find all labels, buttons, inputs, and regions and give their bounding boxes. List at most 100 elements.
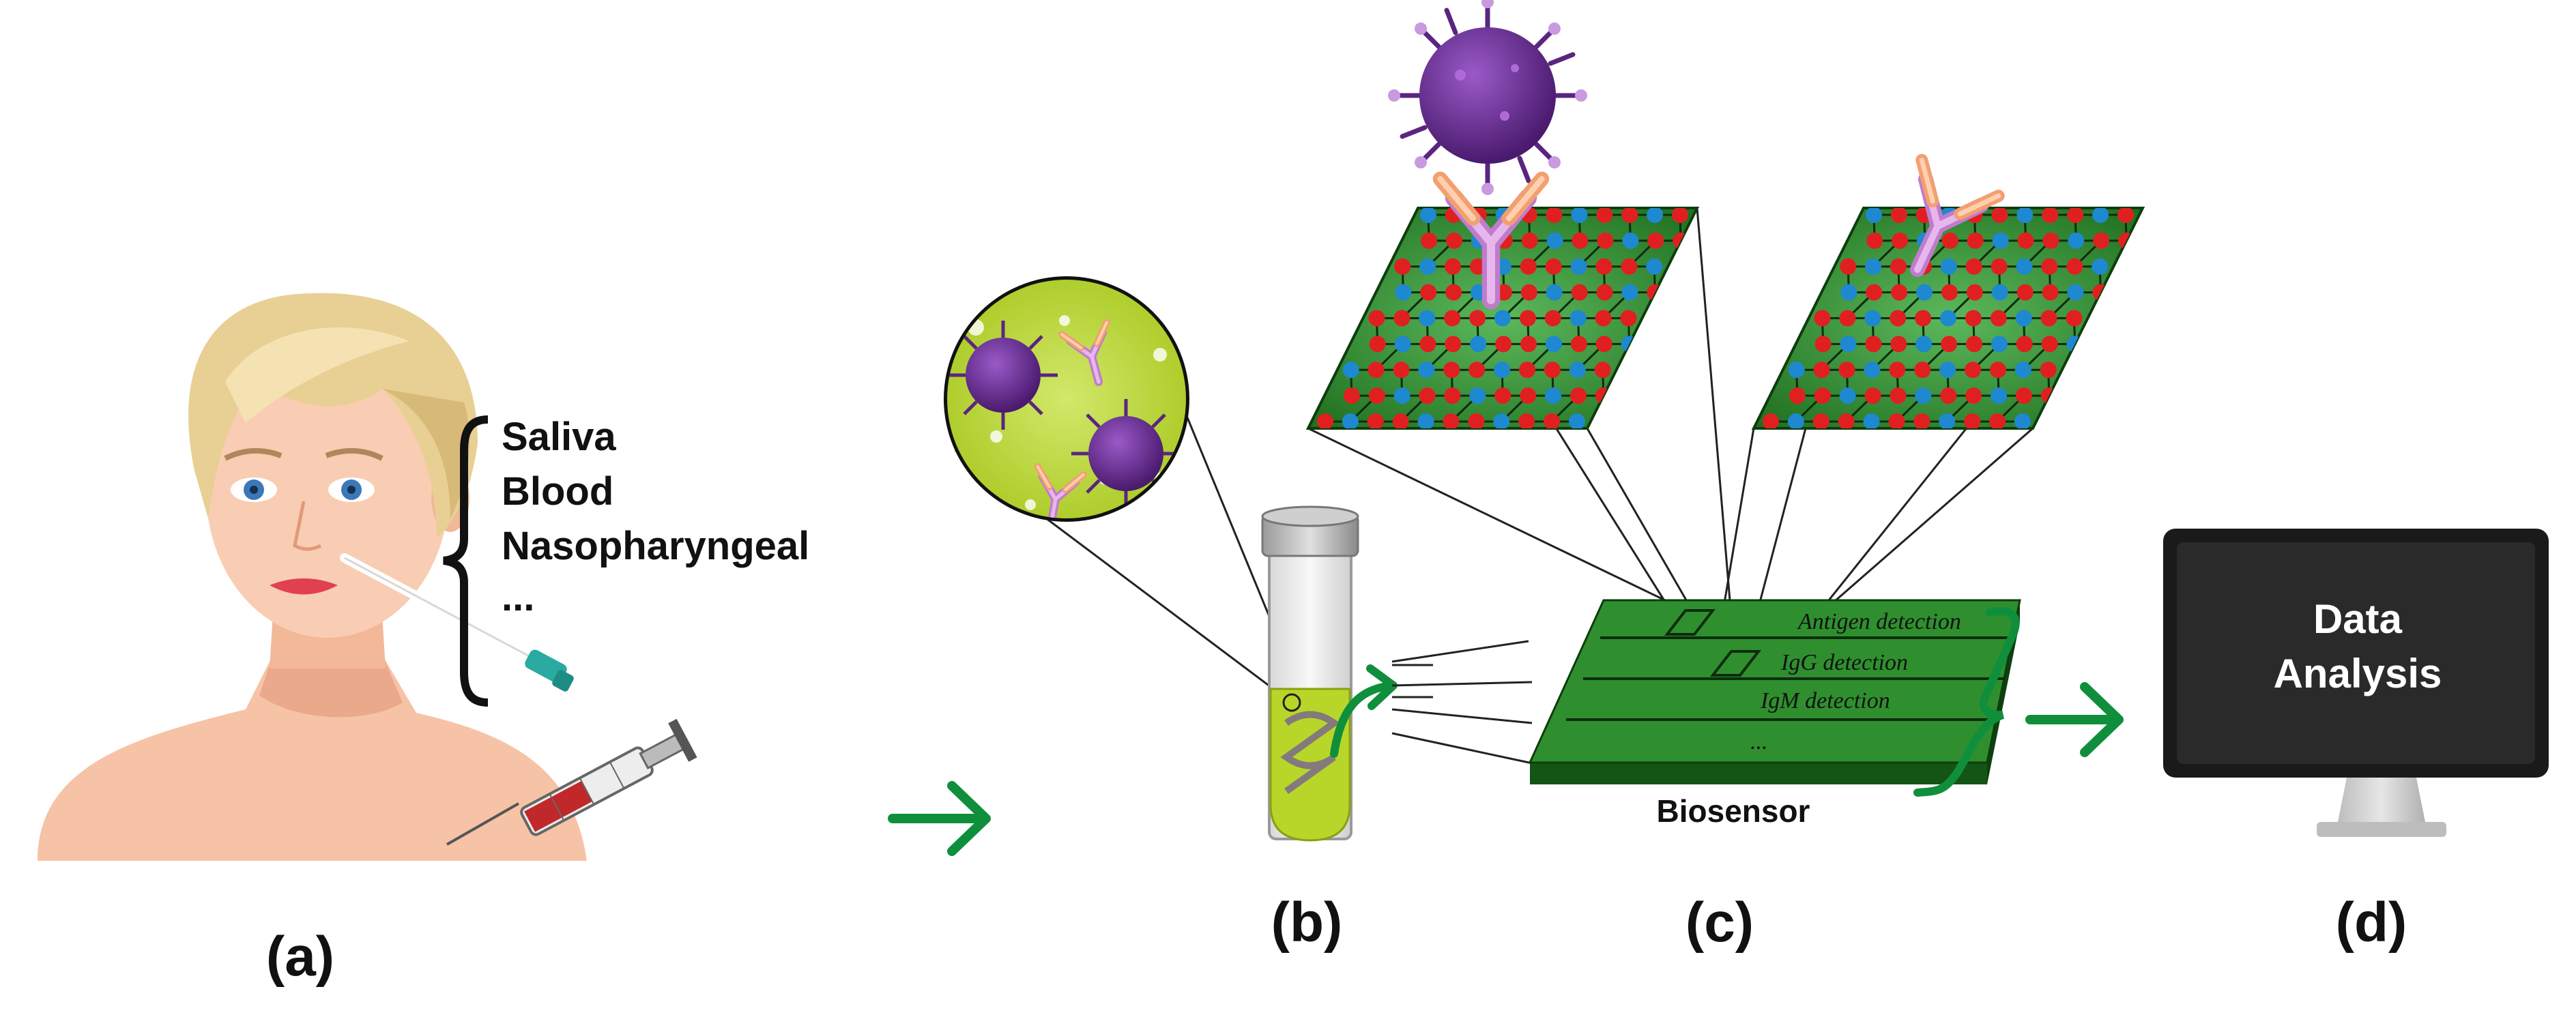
lattice-atom: [1469, 310, 1486, 327]
lattice-atom: [1916, 284, 1933, 301]
sample-blood: Blood: [502, 469, 613, 514]
solution-zoom-circle: [944, 276, 1189, 522]
lattice-atom: [1419, 258, 1436, 275]
lattice-atom: [2066, 310, 2083, 327]
panel-label-d: (d): [2336, 891, 2407, 954]
lattice-atom: [1789, 387, 1806, 404]
lattice-atom: [2014, 362, 2031, 379]
lattice-atom: [1940, 387, 1957, 404]
lattice-atom: [1544, 413, 1561, 428]
lattice-atom: [1419, 310, 1436, 327]
channel-igg: IgG detection: [1780, 650, 1908, 675]
lattice-atom: [1940, 258, 1957, 275]
lattice-atom: [1571, 208, 1588, 223]
lattice-atom: [1864, 310, 1881, 327]
lattice-atom: [1393, 362, 1410, 379]
lattice-atom: [2016, 208, 2034, 223]
lattice-atom: [1494, 362, 1511, 379]
lattice-atom: [1939, 362, 1956, 379]
lattice-atom: [1991, 387, 2008, 404]
lattice-atom: [1941, 232, 1958, 249]
lattice-atom: [1420, 208, 1437, 223]
lattice-atom: [2066, 258, 2083, 275]
virus-icon: [949, 321, 1058, 430]
lattice-atom: [1863, 413, 1880, 428]
lattice-atom: [1544, 310, 1561, 327]
lattice-atom: [1672, 208, 1689, 223]
lattice-atom: [1369, 336, 1386, 353]
lattice-atom: [1890, 387, 1907, 404]
lattice-atom: [2042, 208, 2059, 223]
sensor-surface-antigen: [1305, 207, 1700, 430]
lattice-atom: [1570, 336, 1587, 353]
lattice-atom: [1991, 284, 2008, 301]
lattice-atom: [1621, 258, 1638, 275]
lattice-atom: [1394, 258, 1411, 275]
channel-igm: IgM detection: [1760, 688, 1890, 713]
lattice-atom: [1569, 387, 1587, 404]
sample-brace: [443, 415, 489, 707]
lattice-atom: [1446, 232, 1463, 249]
lattice-atom: [1597, 232, 1614, 249]
biosensor-label: Biosensor: [1657, 793, 1810, 829]
lattice-atom: [1966, 284, 1983, 301]
lattice-atom: [1621, 208, 1638, 223]
sample-saliva: Saliva: [502, 415, 616, 459]
lattice-atom: [1421, 232, 1438, 249]
lattice-atom: [1989, 413, 2006, 428]
syringe-icon: [446, 718, 697, 846]
lattice-atom: [1595, 258, 1612, 275]
lattice-atom: [2117, 208, 2134, 223]
lattice-atom: [1520, 258, 1537, 275]
lattice-atom: [1468, 362, 1486, 379]
lattice-atom: [1445, 336, 1462, 353]
arrow-a-to-b: [888, 781, 991, 856]
lattice-atom: [1890, 208, 1907, 223]
monitor-line2: Analysis: [2274, 651, 2442, 696]
lattice-atom: [1788, 362, 1805, 379]
lattice-atom: [1368, 310, 1385, 327]
lattice-atom: [1519, 362, 1536, 379]
lattice-atom: [1595, 387, 1612, 404]
lattice-atom: [1838, 413, 1855, 428]
sample-list: Saliva Blood Nasopharyngeal ...: [502, 415, 809, 619]
lattice-atom: [1368, 387, 1385, 404]
lattice-atom: [2016, 284, 2034, 301]
lattice-atom: [1839, 310, 1856, 327]
lattice-atom: [1915, 310, 1932, 327]
lattice-atom: [1444, 387, 1461, 404]
lattice-atom: [1494, 387, 1511, 404]
lattice-atom: [1367, 362, 1385, 379]
lattice-atom: [1865, 258, 1882, 275]
lattice-atom: [1571, 284, 1588, 301]
lattice-atom: [1890, 336, 1907, 353]
test-tube-icon: [1261, 505, 1359, 842]
lattice-atom: [1546, 232, 1563, 249]
lattice-atom: [1545, 258, 1562, 275]
lattice-atom: [1814, 310, 1831, 327]
lattice-atom: [1965, 258, 1982, 275]
lattice-atom: [1596, 284, 1613, 301]
lattice-atom: [1646, 258, 1663, 275]
lattice-atom: [2067, 208, 2084, 223]
lattice-atom: [1468, 413, 1485, 428]
lattice-atom: [1394, 336, 1411, 353]
arrow-c-to-d: [2025, 682, 2124, 757]
lattice-atom: [2042, 284, 2059, 301]
lattice-atom: [1940, 310, 1956, 327]
panel-label-b: (b): [1271, 891, 1343, 954]
lattice-atom: [1445, 258, 1462, 275]
lattice-atom: [1393, 310, 1410, 327]
lattice-atom: [1521, 232, 1538, 249]
lattice-atom: [1965, 387, 1982, 404]
lattice-atom: [2016, 336, 2033, 353]
lattice-atom: [1941, 284, 1958, 301]
lattice-atom: [1418, 362, 1435, 379]
lattice-atom: [1864, 387, 1881, 404]
panel-label-c: (c): [1685, 891, 1754, 954]
swab-icon: [340, 553, 574, 692]
person-icon: [38, 293, 587, 861]
lattice-atom: [1989, 362, 2006, 379]
lattice-atom: [1812, 413, 1829, 428]
